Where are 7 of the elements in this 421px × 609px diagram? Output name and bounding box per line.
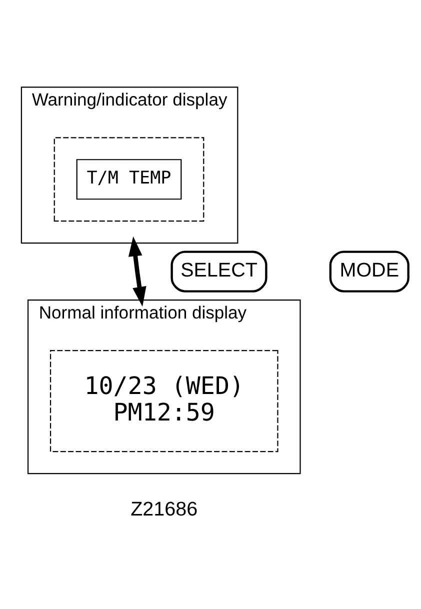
node-box: SELECT	[170, 250, 268, 292]
label: Z21686	[130, 498, 198, 521]
node-box: T/M TEMP	[76, 159, 182, 200]
node-box: 10/23 (WED) PM12:59	[50, 350, 278, 452]
arrow	[128, 236, 146, 307]
cluster	[54, 137, 204, 222]
node-box: MODE	[329, 250, 410, 292]
